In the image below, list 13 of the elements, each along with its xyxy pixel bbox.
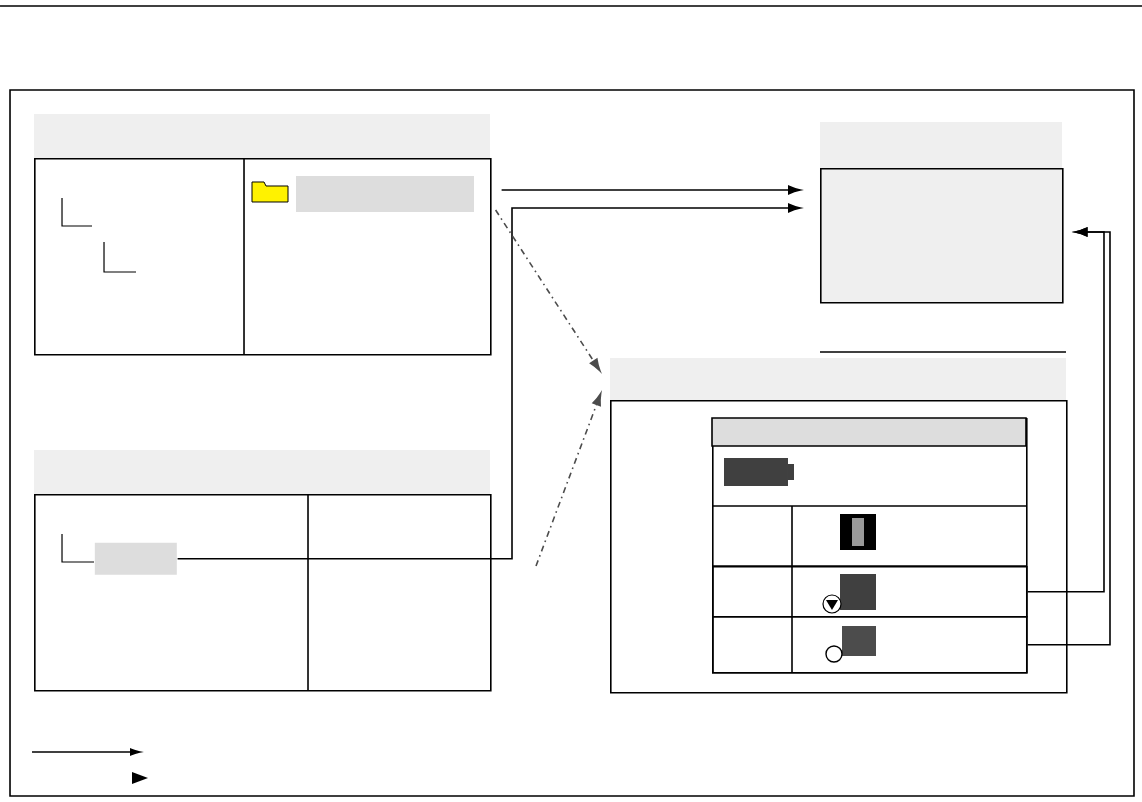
- field: [94, 542, 177, 575]
- window-panel: [34, 450, 492, 692]
- arrow: [176, 203, 801, 560]
- arrow: [494, 209, 601, 372]
- arrow: [500, 185, 801, 195]
- arrow: [535, 392, 602, 567]
- table-row: [712, 565, 1028, 618]
- window-panel: [820, 122, 1064, 304]
- arrow: [1026, 227, 1111, 646]
- window-panel: [34, 114, 492, 356]
- window-panel: [610, 351, 1068, 694]
- arrow: [1026, 227, 1105, 593]
- table-row: [712, 615, 1028, 674]
